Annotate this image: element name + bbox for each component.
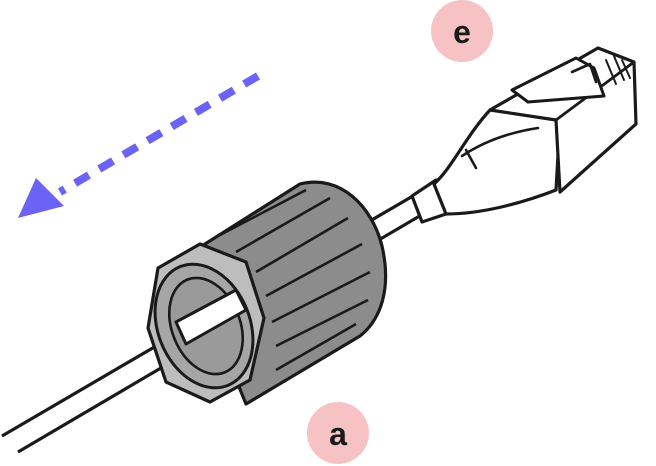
callout-e-circle (431, 0, 493, 62)
callout-a-circle (307, 402, 369, 464)
direction-arrow-shaft (57, 72, 261, 196)
direction-arrow-head (18, 178, 64, 218)
rj45-connector (410, 46, 638, 224)
direction-arrow (18, 72, 261, 218)
connector-boot-ridge-2 (464, 148, 478, 170)
connector-latch-detail (570, 62, 598, 84)
callout-e-label: e (453, 14, 471, 50)
callout-e: e (431, 0, 493, 62)
connector-contacts (605, 55, 631, 85)
nut-knurl-grooves (217, 188, 371, 372)
connector-boot-ridge (460, 126, 540, 158)
nut-cable-pass (174, 288, 248, 346)
sealing-nut (146, 180, 388, 406)
callout-a-label: a (329, 416, 347, 452)
callout-a: a (307, 402, 369, 464)
